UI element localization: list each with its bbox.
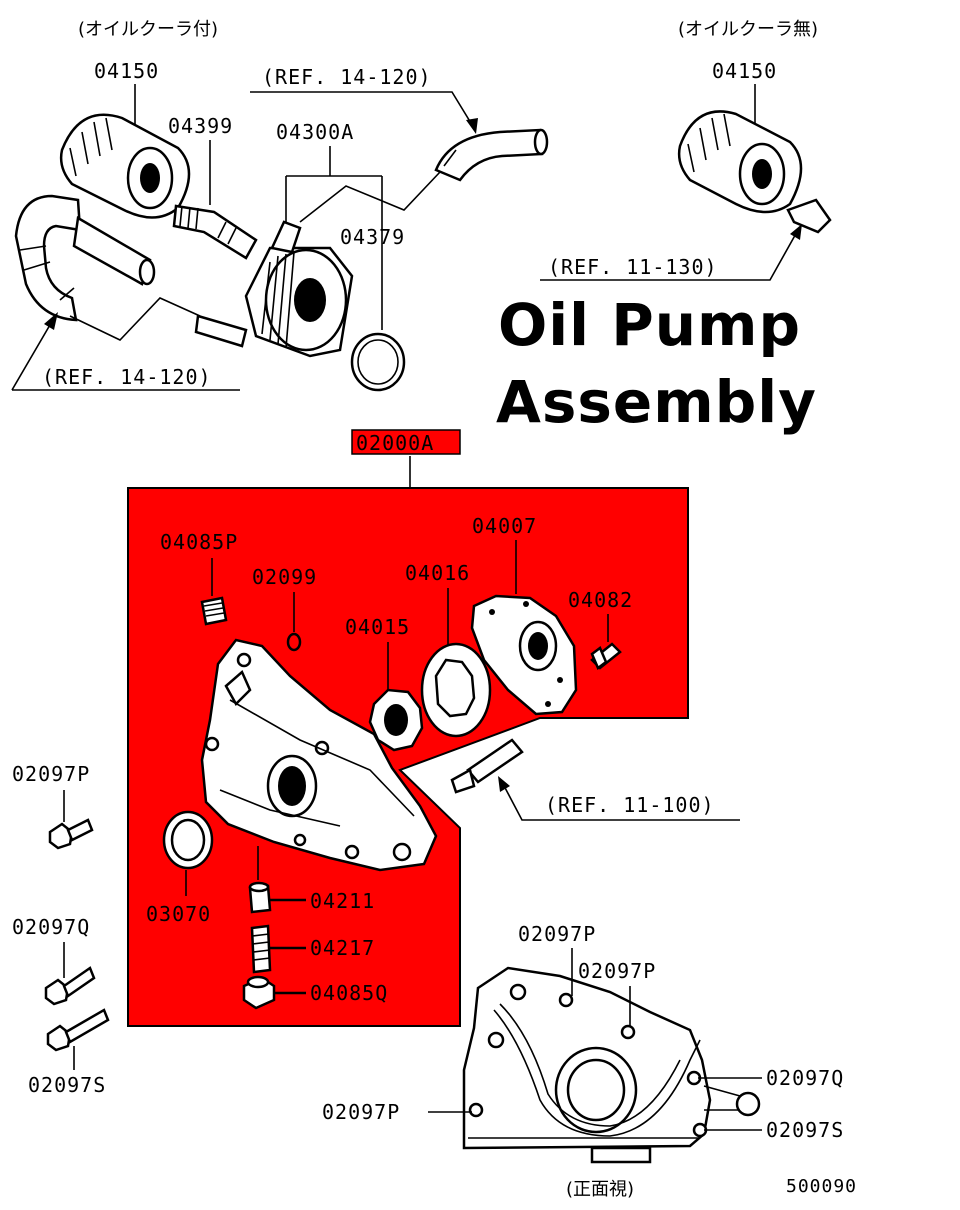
oil-filter-icon[interactable] (59, 113, 191, 219)
bolt-02097Q-icon[interactable] (44, 966, 96, 1006)
relief-plug-icon[interactable] (242, 975, 276, 1010)
part-label-04007[interactable]: 04007 (472, 514, 537, 538)
note-with-cooler: (オイルクーラ付) (78, 19, 218, 40)
part-label-04300A[interactable]: 04300A (276, 120, 354, 144)
part-label-02097P-front-3[interactable]: 02097P (322, 1100, 400, 1124)
ref-11-100[interactable]: (REF. 11-100) (545, 793, 715, 817)
diagram-title-line2: Assembly (496, 368, 817, 436)
bolt-02097P-icon[interactable] (48, 818, 94, 850)
part-label-02097Q-front[interactable]: 02097Q (766, 1066, 844, 1090)
part-label-02097S-front[interactable]: 02097S (766, 1118, 844, 1142)
part-label-03070[interactable]: 03070 (146, 902, 211, 926)
part-label-04085Q[interactable]: 04085Q (310, 981, 388, 1005)
part-label-02097Q-left[interactable]: 02097Q (12, 915, 90, 939)
screw-icon[interactable] (590, 642, 622, 670)
part-label-04211[interactable]: 04211 (310, 889, 375, 913)
oil-seal-icon[interactable] (162, 810, 214, 870)
part-label-02097P-left[interactable]: 02097P (12, 762, 90, 786)
assembly-number[interactable]: 02000A (356, 431, 434, 455)
part-label-04150-right[interactable]: 04150 (712, 59, 777, 83)
outer-rotor-icon[interactable] (420, 642, 492, 738)
part-label-02099[interactable]: 02099 (252, 565, 317, 589)
pump-front-view-icon[interactable] (462, 966, 761, 1164)
part-label-02097P-front-2[interactable]: 02097P (578, 959, 656, 983)
bolt-02097S-icon[interactable] (46, 1008, 110, 1052)
part-label-04150-left[interactable]: 04150 (94, 59, 159, 83)
pump-cover-plate-icon[interactable] (470, 594, 578, 716)
part-label-04399[interactable]: 04399 (168, 114, 233, 138)
coolant-hose-top-icon[interactable] (434, 128, 549, 182)
oil-pump-body-icon[interactable] (200, 638, 438, 872)
relief-plunger-icon[interactable] (248, 881, 272, 914)
assembly-number-box (351, 429, 461, 455)
note-front-view: (正面視) (566, 1179, 634, 1200)
oil-filter-right-icon[interactable] (677, 110, 832, 234)
diagram-title-line1: Oil Pump (498, 291, 801, 359)
part-label-04085P[interactable]: 04085P (160, 530, 238, 554)
ref-11-130[interactable]: (REF. 11-130) (548, 255, 718, 279)
part-label-04016[interactable]: 04016 (405, 561, 470, 585)
part-label-02097S-left[interactable]: 02097S (28, 1073, 106, 1097)
ref-14-120-top[interactable]: (REF. 14-120) (262, 65, 432, 89)
strainer-tube-icon[interactable] (450, 738, 524, 794)
relief-spring-icon[interactable] (200, 596, 228, 626)
note-without-cooler: (オイルクーラ無) (678, 19, 818, 40)
oil-cooler-icon[interactable] (194, 220, 354, 358)
part-label-04379[interactable]: 04379 (340, 225, 405, 249)
part-label-04082[interactable]: 04082 (568, 588, 633, 612)
o-ring-icon[interactable] (350, 332, 406, 392)
part-label-04015[interactable]: 04015 (345, 615, 410, 639)
inner-rotor-icon[interactable] (368, 688, 424, 752)
ref-14-120-left[interactable]: (REF. 14-120) (42, 365, 212, 389)
part-label-04217[interactable]: 04217 (310, 936, 375, 960)
small-o-ring-icon[interactable] (286, 632, 302, 652)
relief-spring-long-icon[interactable] (250, 924, 272, 974)
connector-fitting-icon[interactable] (172, 204, 258, 260)
part-label-02097P-front-1[interactable]: 02097P (518, 922, 596, 946)
diagram-number: 500090 (786, 1176, 857, 1197)
